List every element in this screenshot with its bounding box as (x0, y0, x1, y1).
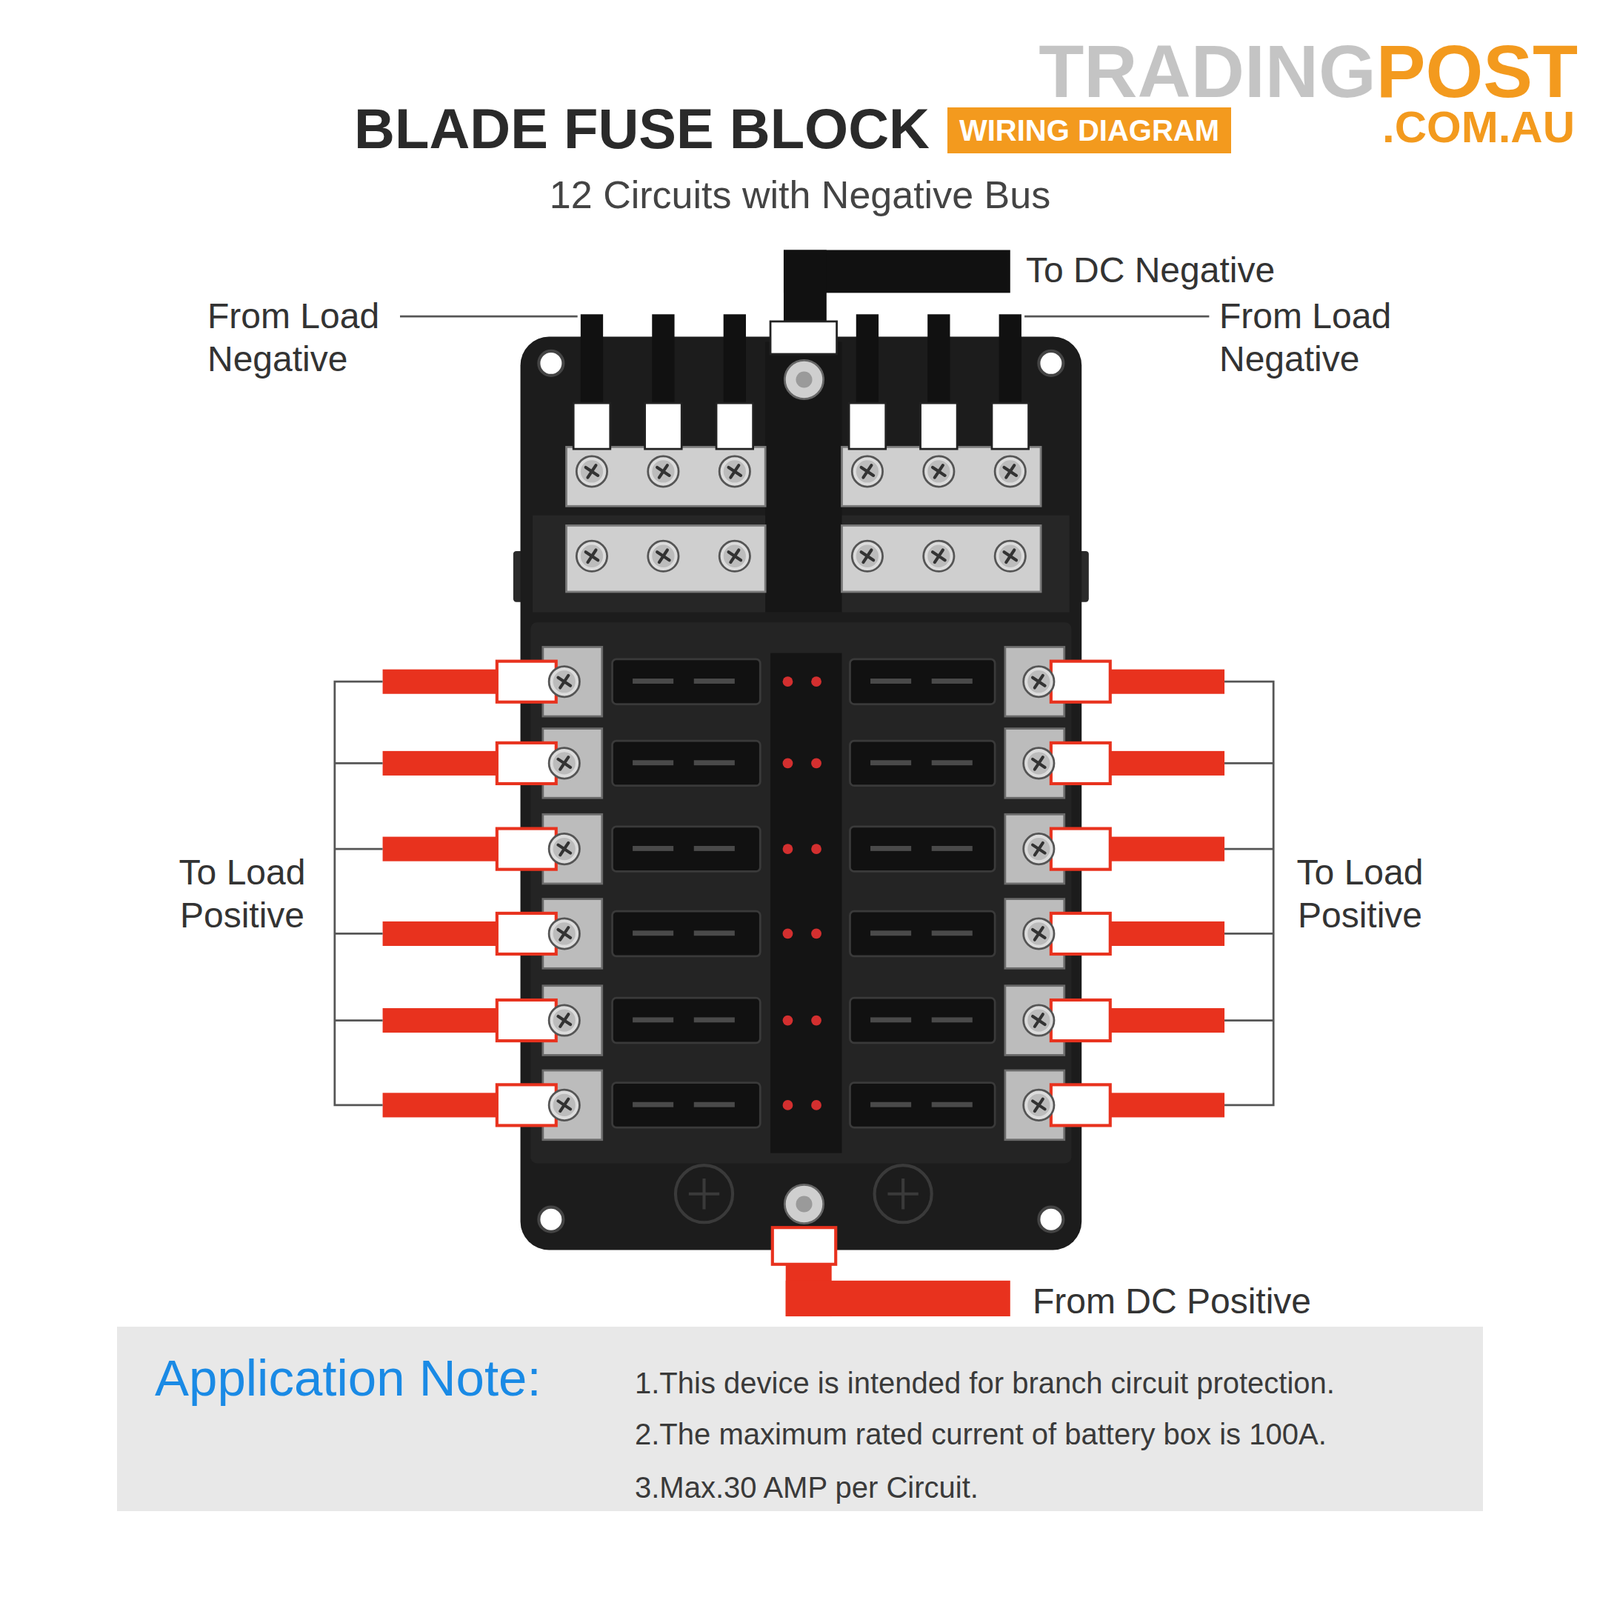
dc-positive-wire-part (795, 1195, 812, 1212)
note-panel: Application Note: 1.This device is intend… (117, 1326, 1483, 1512)
wire-label-box: From Load Negative (1219, 294, 1412, 380)
wire-label-box: To Load Positive (157, 851, 328, 937)
dc-negative-wire (783, 250, 1011, 327)
negative-bus-part (566, 525, 766, 592)
title-text: BLADE FUSE BLOCK (354, 97, 930, 160)
negative-bus-part (851, 456, 883, 487)
dc-positive-wire (772, 1184, 1011, 1317)
housing-part (538, 1207, 563, 1232)
housing-part (887, 1178, 918, 1209)
wire-label-box: To Load Positive (1274, 851, 1446, 937)
note-text: 2.The maximum rated current of battery b… (634, 1416, 1327, 1452)
heading-badge: WIRING DIAGRAM (947, 107, 1232, 154)
dc-negative-wire-part (783, 250, 827, 327)
negative-bus-part (923, 456, 955, 487)
fuse-rows-part (382, 646, 1225, 717)
load-negative-wires-part (723, 314, 746, 409)
fuse-rows-part (382, 1070, 1225, 1140)
negative-bus-part (923, 540, 955, 572)
watermark-box: .COM.AU (1382, 100, 1575, 155)
badge-text: WIRING DIAGRAM (959, 111, 1220, 150)
negative-stud-part (795, 371, 812, 388)
load-negative-wires-part (920, 402, 958, 449)
leader-lines (400, 315, 1209, 318)
negative-bus-part (576, 540, 607, 572)
fuse-rows-part (382, 985, 1225, 1056)
negative-bus-part (719, 540, 750, 572)
housing-part (538, 351, 563, 376)
load-negative-wires-part (645, 402, 683, 449)
housing-part (874, 1165, 932, 1223)
negative-stud-part (784, 360, 823, 399)
housing-part (765, 341, 842, 612)
dc-positive-wire-part (772, 1227, 836, 1265)
wire-label-box: From DC Positive (1032, 1280, 1312, 1323)
wire-label: From Load Negative (207, 296, 380, 379)
bracket-lines-part (334, 681, 383, 1106)
wire-label: From DC Positive (1032, 1281, 1312, 1321)
housing-part (1038, 351, 1063, 376)
note-text: 3.Max.30 AMP per Circuit. (634, 1469, 979, 1506)
load-negative-wires-part (991, 402, 1029, 449)
negative-bus-part (648, 540, 679, 572)
negative-bus-part (648, 456, 679, 487)
fuse-rows-part (382, 814, 1225, 884)
negative-bus-part (851, 540, 883, 572)
fuse-rows-part (382, 899, 1225, 969)
negative-bus-part (841, 525, 1041, 592)
fuse-rows (382, 646, 1225, 1140)
load-negative-wires-part (856, 314, 879, 409)
dc-positive-wire-part (785, 1280, 1011, 1317)
wire-label: To Load Positive (179, 852, 306, 935)
housing-part (1038, 1207, 1063, 1232)
leader-lines-part (1024, 315, 1209, 318)
housing-part (688, 1178, 720, 1209)
dc-positive-wire-part (784, 1184, 823, 1223)
negative-bus-part (841, 446, 1041, 506)
negative-bus-part (994, 456, 1026, 487)
wire-label-box: To DC Negative (1025, 248, 1275, 292)
bracket-lines-part (1224, 681, 1274, 1106)
note-text: 1.This device is intended for branch cir… (634, 1365, 1335, 1401)
load-negative-wires (573, 314, 1029, 449)
watermark: TRADINGPOST (1038, 29, 1578, 113)
note-heading: Application Note: (154, 1348, 542, 1410)
negative-bus-part (576, 456, 607, 487)
subtitle: 12 Circuits with Negative Bus (549, 173, 1051, 217)
load-negative-wires-part (651, 314, 675, 409)
negative-bus (566, 446, 1042, 592)
housing-part (770, 653, 842, 1154)
negative-stud-part (770, 321, 838, 355)
wire-label-box: From Load Negative (207, 294, 400, 380)
load-negative-wires-part (927, 314, 950, 409)
leader-lines-part (400, 315, 578, 318)
fuse-rows-part (382, 728, 1225, 799)
negative-bus-part (994, 540, 1026, 572)
load-negative-wires-part (848, 402, 886, 449)
title: BLADE FUSE BLOCK (0, 94, 930, 163)
housing-part (520, 337, 1083, 1251)
wire-label: To Load Positive (1297, 852, 1424, 935)
negative-bus-part (719, 456, 750, 487)
subtitle-box: 12 Circuits with Negative Bus (0, 171, 1600, 218)
watermark: .COM.AU (1382, 102, 1575, 152)
negative-stud (770, 321, 838, 400)
load-negative-wires-part (716, 402, 754, 449)
bracket-lines (334, 681, 1274, 1106)
housing-part (675, 1165, 733, 1223)
wire-label: From Load Negative (1219, 296, 1392, 379)
wire-label: To DC Negative (1025, 250, 1275, 290)
load-negative-wires-part (999, 314, 1022, 409)
load-negative-wires-part (573, 402, 611, 449)
negative-bus-part (566, 446, 766, 506)
load-negative-wires-part (580, 314, 603, 409)
